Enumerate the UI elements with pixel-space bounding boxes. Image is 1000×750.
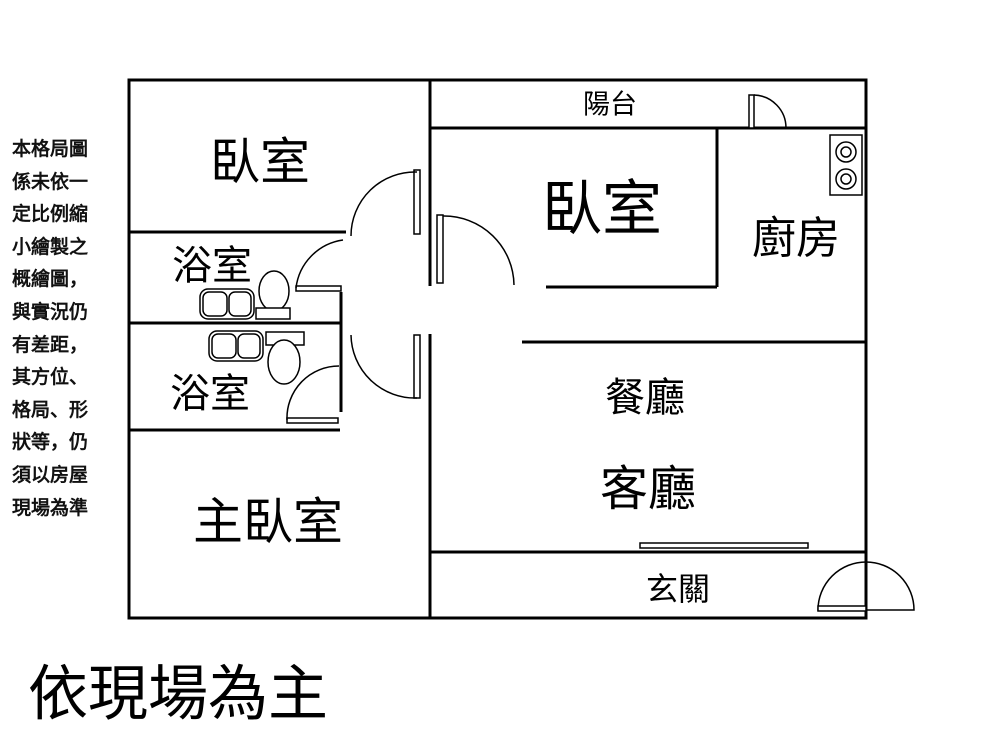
room-label-entrance: 玄關 xyxy=(645,570,711,608)
note-line: 係未依一 xyxy=(12,170,89,193)
room-label-living: 客廳 xyxy=(599,461,697,517)
note-line: 格局、形 xyxy=(12,398,89,421)
note-line: 現場為準 xyxy=(12,496,89,519)
room-label-bathroom: 浴室 xyxy=(170,371,250,417)
note-line: 須以房屋 xyxy=(12,463,89,486)
note-line: 本格局圖 xyxy=(12,138,89,160)
note-line: 與實況仍 xyxy=(12,300,89,323)
bathroom-fixtures xyxy=(199,270,305,385)
note-line: 小繪製之 xyxy=(12,235,89,258)
footer-note: 依現場為主 xyxy=(28,659,328,730)
note-line: 概繪圖， xyxy=(12,268,89,291)
room-label-master-bedroom: 主臥室 xyxy=(193,493,343,551)
note-line: 其方位、 xyxy=(12,366,89,389)
room-label-bedroom: 臥室 xyxy=(210,133,310,191)
doors xyxy=(286,94,915,612)
note-line: 定比例縮 xyxy=(12,203,89,226)
room-label-kitchen: 廚房 xyxy=(752,213,840,264)
room-label-bedroom: 臥室 xyxy=(542,174,662,245)
room-label-balcony: 陽台 xyxy=(583,89,637,121)
disclaimer-note: 本格局圖 係未依一 定比例縮 小繪製之 概繪圖， 與實況仍 有差距， 其方位、 … xyxy=(12,133,107,524)
room-label-dining: 餐廳 xyxy=(605,375,685,421)
note-line: 狀等，仍 xyxy=(12,431,89,454)
note-line: 有差距， xyxy=(12,333,89,356)
stove-icon xyxy=(829,134,863,196)
room-label-bathroom: 浴室 xyxy=(172,243,252,289)
walls xyxy=(127,78,868,620)
